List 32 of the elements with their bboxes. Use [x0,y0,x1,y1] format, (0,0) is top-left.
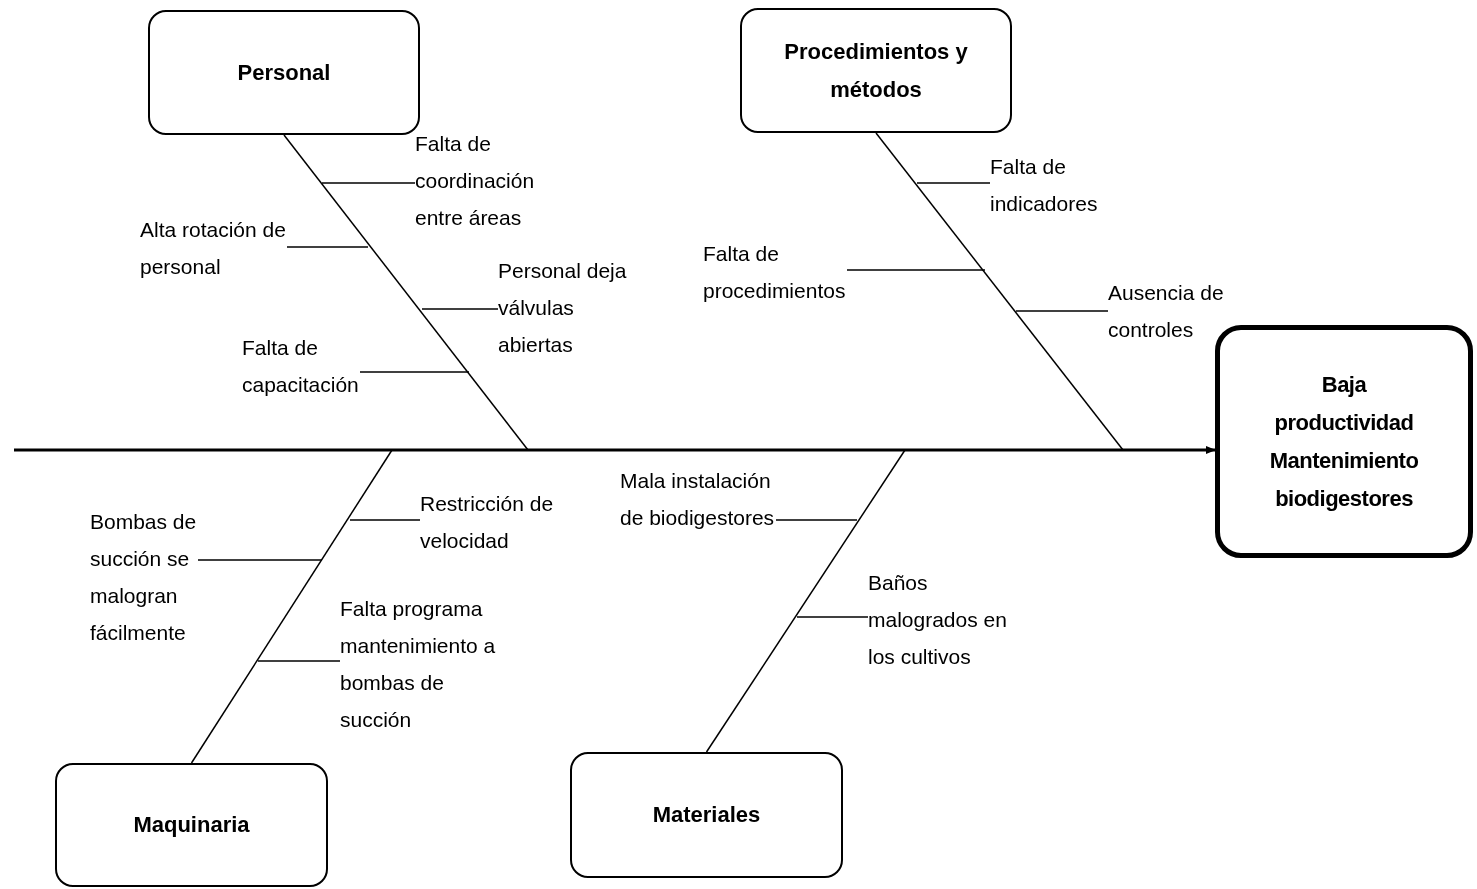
branch-line [283,134,529,451]
cause-text: Baños malogrados en los cultivos [868,564,1008,675]
cause-line [197,559,323,561]
category-box: Materiales [570,752,843,878]
spine-arrow [14,446,1216,454]
category-box: Maquinaria [55,763,328,887]
cause-line [916,182,991,184]
cause-line [321,182,416,184]
cause-text: Alta rotación de personal [140,211,287,285]
cause-line [775,519,858,521]
cause-text: Bombas de succión se malogran fácilmente [90,503,198,651]
branch-line [875,132,1124,451]
cause-line [1015,310,1109,312]
cause-text: Falta de procedimientos [703,235,847,309]
cause-line [257,660,341,662]
branch-line [705,449,906,753]
cause-line [846,269,986,271]
branch-line [190,449,393,764]
category-box: Procedimientos y métodos [740,8,1012,133]
cause-line [286,246,369,248]
category-box: Personal [148,10,420,135]
cause-text: Personal deja válvulas abiertas [498,252,628,363]
cause-text: Falta de capacitación [242,329,360,403]
cause-text: Falta de indicadores [990,148,1099,222]
cause-text: Falta programa mantenimiento a bombas de succión [340,590,497,738]
cause-text: Restricción de velocidad [420,485,555,559]
cause-line [796,616,869,618]
effect-box: Baja productividad Mantenimiento biodigestores [1215,325,1473,558]
cause-line [349,519,421,521]
cause-text: Mala instalación de biodigestores [620,462,776,536]
cause-line [421,308,499,310]
cause-line [359,371,470,373]
